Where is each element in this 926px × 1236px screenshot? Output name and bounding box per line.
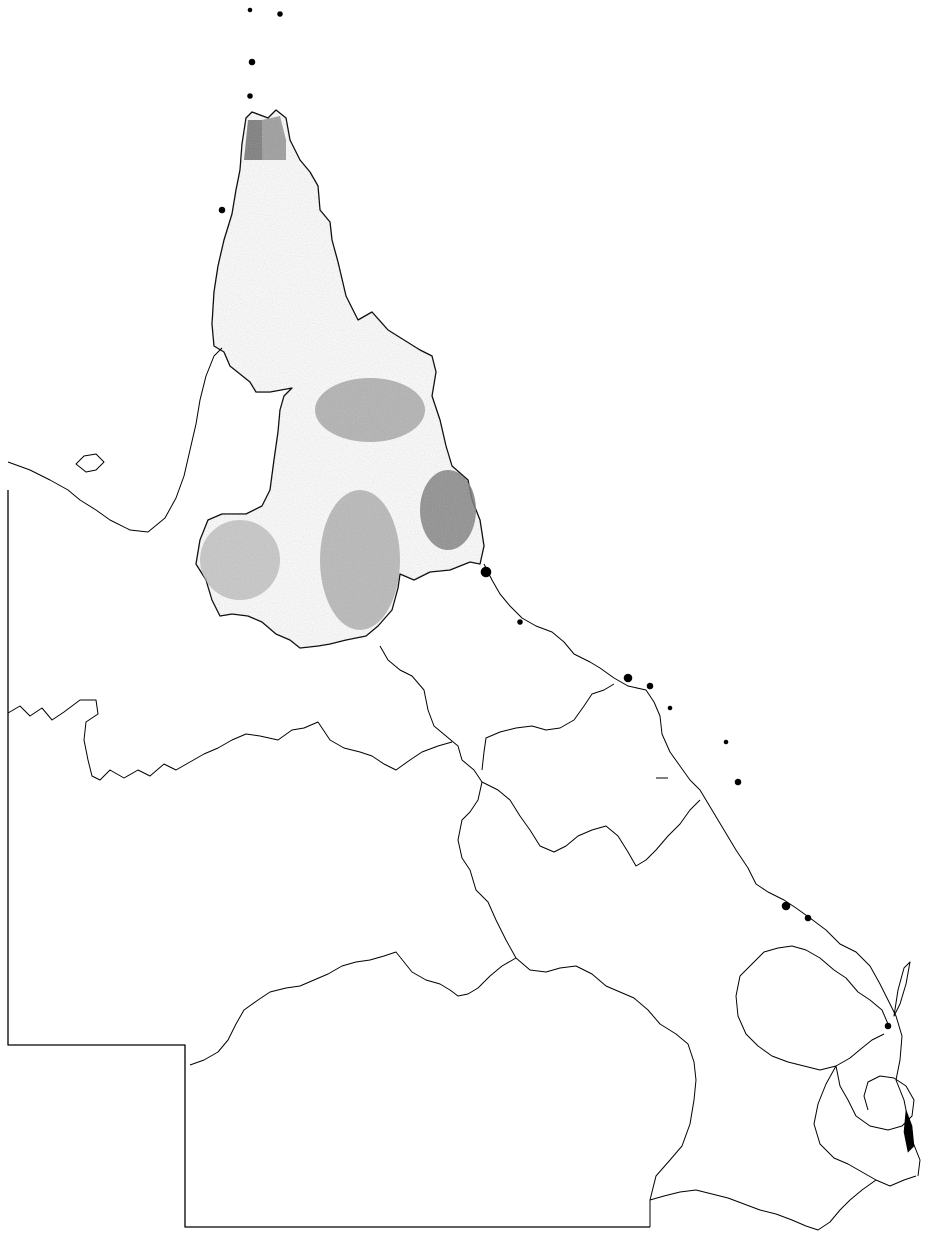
- moreton-bay: [903, 1109, 915, 1153]
- fraser-island: [893, 961, 911, 1017]
- boundary-south-west: [189, 951, 517, 1066]
- island-mark: [247, 7, 253, 13]
- island-mark: [517, 619, 523, 625]
- state-outer-border: [7, 490, 650, 1228]
- boundary-north-west: [7, 699, 453, 781]
- island-mark: [623, 673, 633, 683]
- island-mark: [734, 778, 742, 786]
- boundary-central-north: [379, 645, 517, 959]
- boundary-brisbane-region: [835, 1065, 915, 1131]
- boundary-central-east: [481, 781, 701, 867]
- island-mark: [247, 93, 253, 99]
- boundary-south-central: [515, 957, 697, 1227]
- island-mark: [248, 58, 256, 66]
- gulf-coastline: [7, 347, 223, 533]
- boundary-far-south: [649, 1179, 877, 1231]
- island-mark: [218, 206, 226, 214]
- island-mark: [884, 1022, 892, 1030]
- island-mark: [646, 682, 654, 690]
- island-mark: [723, 739, 729, 745]
- island-mark: [277, 11, 283, 17]
- gulf-island: [75, 453, 105, 473]
- boundary-south-east-inner: [735, 975, 885, 1071]
- island-mark: [804, 914, 812, 922]
- boundary-south-east: [739, 945, 889, 1025]
- island-mark: [480, 566, 492, 578]
- east-coastline: [483, 563, 921, 1177]
- shaded-region-group: [195, 109, 485, 649]
- island-mark: [781, 901, 791, 911]
- island-mark: [667, 705, 673, 711]
- grain-overlay: [196, 110, 484, 648]
- boundary-central-mid: [481, 683, 615, 771]
- boundary-south-east-lower: [813, 1065, 917, 1187]
